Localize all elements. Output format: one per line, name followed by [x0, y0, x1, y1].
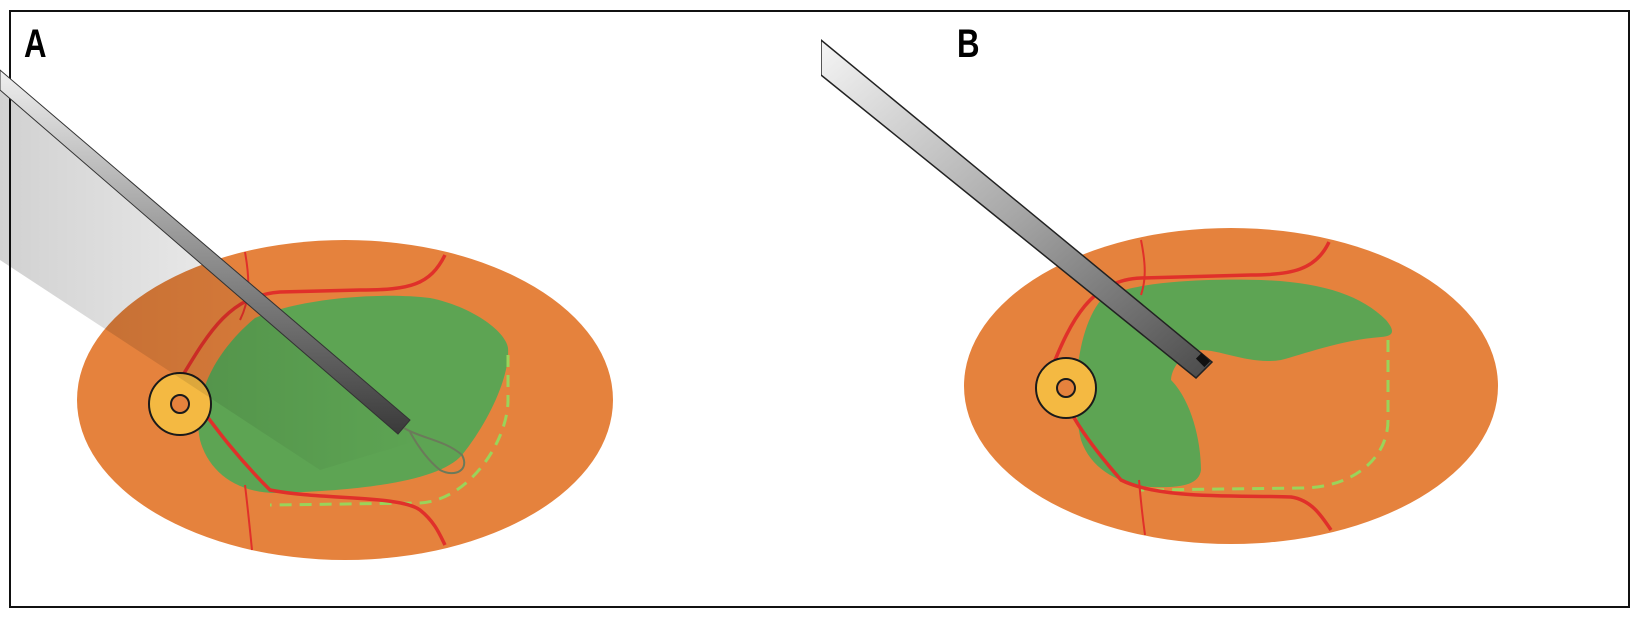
instrument-shadow	[0, 90, 420, 470]
panel-a	[0, 69, 613, 560]
vessel	[244, 484, 253, 551]
resection-margin	[269, 355, 510, 507]
panel-b	[821, 39, 1498, 544]
panel-label-b: B	[957, 22, 980, 66]
vessel	[1140, 239, 1146, 296]
papilla-marker-icon	[1035, 357, 1097, 419]
vessel	[1138, 479, 1146, 536]
snare-catheter-icon	[0, 69, 466, 475]
panel-label-a: A	[24, 22, 47, 66]
cap-catheter-icon	[821, 39, 1214, 380]
resection-margin	[1140, 340, 1390, 492]
